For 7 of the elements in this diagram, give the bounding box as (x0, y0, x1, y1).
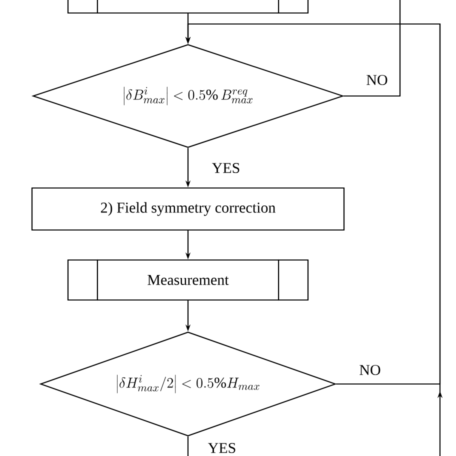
edge-label: YES (210, 162, 242, 174)
process-box: 2) Field symmetry correction (31, 187, 345, 231)
edge-label: NO (358, 364, 382, 376)
subprocess-box (67, 0, 309, 14)
edge-label: NO (365, 74, 389, 86)
edge-label: YES (206, 442, 238, 454)
subprocess-box: Measurement (67, 259, 309, 301)
